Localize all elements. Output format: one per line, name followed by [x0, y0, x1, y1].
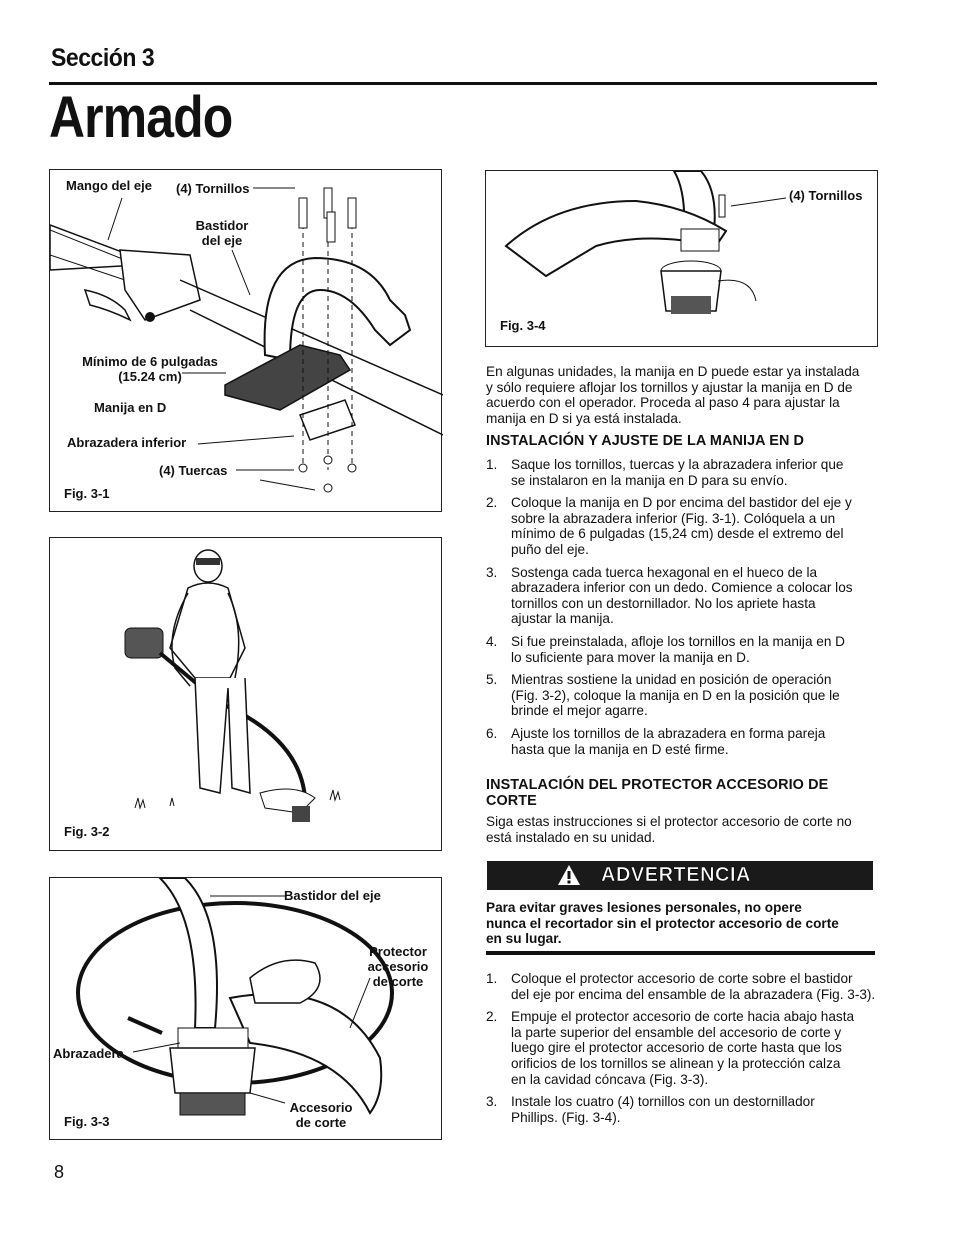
label-clamp: Abrazadera — [53, 1046, 124, 1061]
warning-rule — [486, 951, 875, 955]
label-d-handle: Manija en D — [94, 400, 167, 415]
section-label: Sección 3 — [51, 44, 155, 72]
step-item: 5. Mientras sostiene la unidad en posici… — [486, 672, 840, 719]
figure-3-2-illustration — [124, 549, 341, 822]
heading-guard: INSTALACIÓN DEL PROTECTOR ACCESORIO DE C… — [486, 777, 829, 809]
guard-intro: Siga estas instrucciones si el protector… — [486, 814, 852, 845]
warning-body: Para evitar graves lesiones personales, … — [486, 900, 839, 947]
step-item: 1. Coloque el protector accesorio de cor… — [486, 971, 876, 1002]
figure-3-4: (4) Tornillos Fig. 3-4 — [485, 170, 878, 347]
step-item: 4. Si fue preinstalada, afloje los torni… — [486, 633, 845, 665]
step-item: 3. Sostenga cada tuerca hexagonal en el … — [486, 564, 853, 627]
label-nuts: (4) Tuercas — [159, 463, 228, 478]
label-minimum-distance: Mínimo de 6 pulgadas (15.24 cm) — [82, 354, 218, 384]
figure-caption: Fig. 3-3 — [64, 1114, 110, 1129]
warning-banner — [487, 861, 873, 890]
figure-caption: Fig. 3-2 — [64, 824, 110, 839]
figure-3-4-illustration — [504, 171, 787, 314]
warning-title: ADVERTENCIA — [601, 864, 751, 887]
label-lower-clamp: Abrazadera inferior — [67, 435, 187, 450]
page-number: 8 — [54, 1162, 65, 1182]
label-screws: (4) Tornillos — [789, 188, 863, 203]
figure-3-2: Fig. 3-2 — [49, 537, 442, 851]
label-screws: (4) Tornillos — [176, 181, 250, 196]
figure-3-1-illustration — [50, 187, 443, 493]
step-item: 2. Empuje el protector accesorio de cort… — [486, 1009, 855, 1087]
page-title: Armado — [49, 85, 233, 150]
figure-caption: Fig. 3-1 — [64, 486, 110, 501]
heading-d-handle: INSTALACIÓN Y AJUSTE DE LA MANIJA EN D — [486, 433, 805, 449]
label-shaft-handle: Mango del eje — [66, 178, 152, 193]
steps-guard: 1. Coloque el protector accesorio de cor… — [486, 971, 878, 1125]
figure-3-1: Mango del eje (4) Tornillos Bastidor del… — [49, 169, 443, 512]
figure-caption: Fig. 3-4 — [500, 318, 546, 333]
header-rule — [49, 82, 877, 85]
label-shaft-frame: Bastidor del eje — [195, 218, 249, 248]
step-item: 1. Saque los tornillos, tuercas y la abr… — [486, 457, 844, 488]
figure-3-3: Bastidor del eje Protector accesorio de … — [49, 877, 442, 1140]
steps-d-handle: 1. Saque los tornillos, tuercas y la abr… — [486, 457, 878, 757]
intro-paragraph: En algunas unidades, la manija en D pued… — [486, 364, 860, 426]
step-item: 6. Ajuste los tornillos de la abrazadera… — [486, 725, 826, 757]
label-guard: Protector accesorio de corte — [367, 944, 429, 989]
figure-3-3-illustration — [76, 878, 394, 1116]
label-shaft-frame: Bastidor del eje — [284, 888, 381, 903]
step-item: 3. Instale los cuatro (4) tornillos con … — [486, 1094, 815, 1125]
step-item: 2. Coloque la manija en D por encima del… — [486, 495, 852, 557]
warning-triangle-icon — [558, 865, 580, 885]
label-cutting-attachment: Accesorio de corte — [289, 1100, 353, 1130]
